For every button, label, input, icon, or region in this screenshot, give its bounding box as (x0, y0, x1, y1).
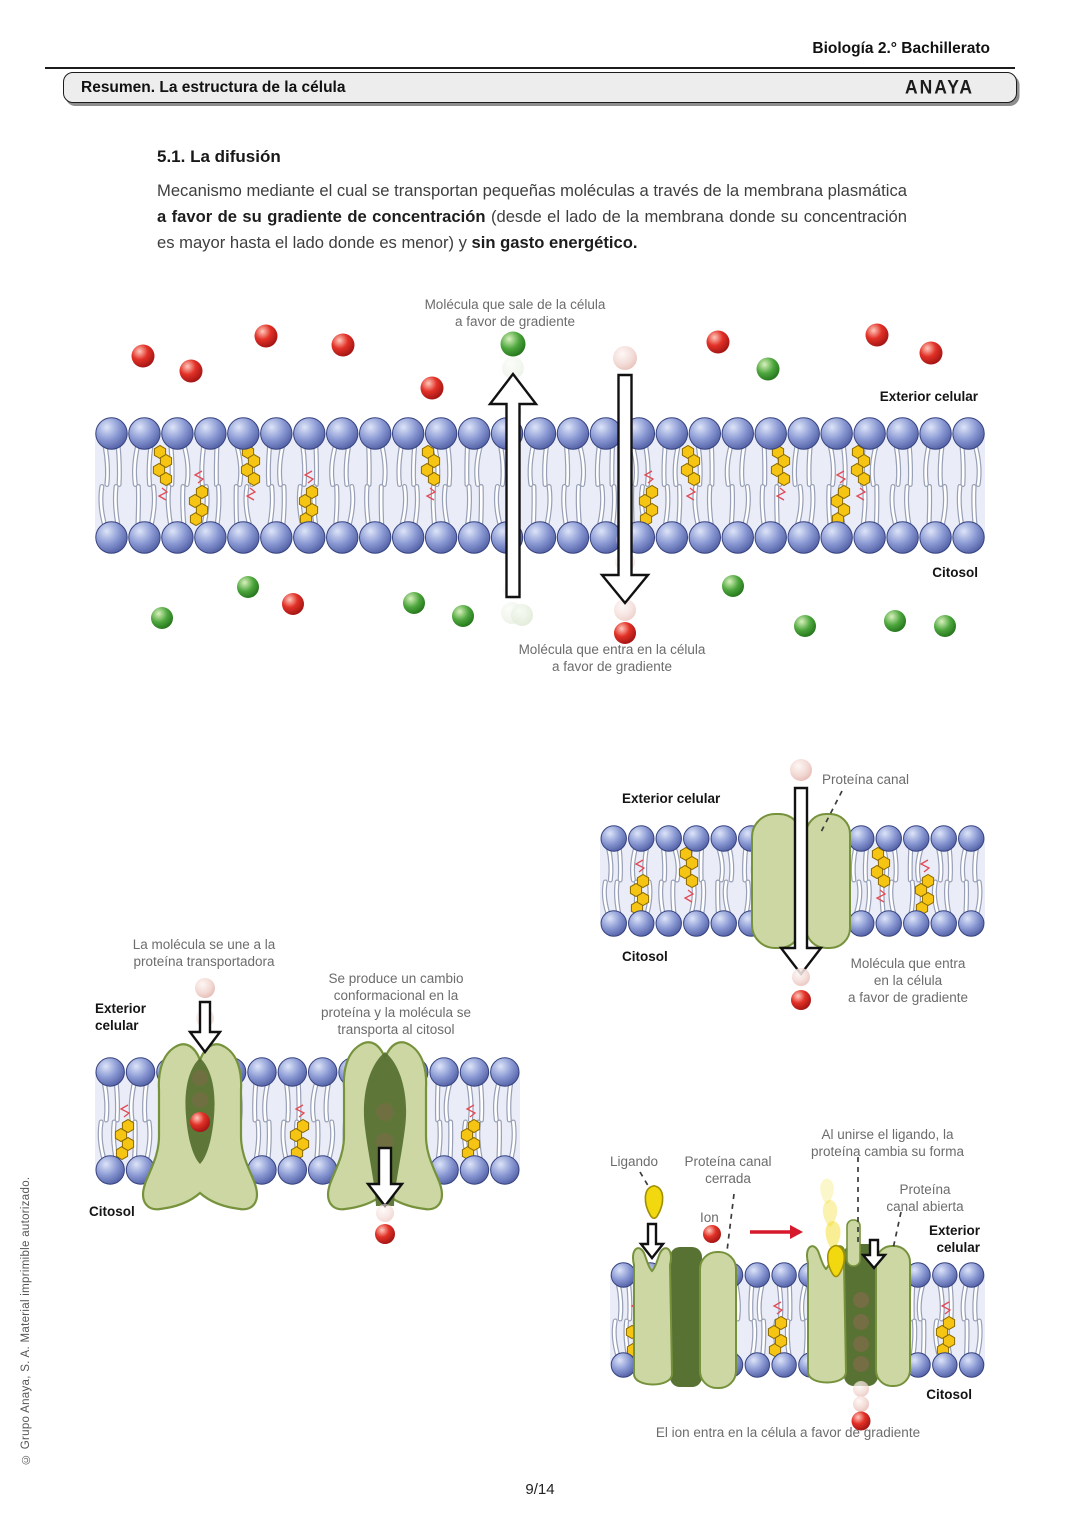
d1-molecule-in-label: Molécula que entra en la célula a favor … (518, 642, 706, 674)
d2-exterior-label: Exterior celular (622, 791, 721, 806)
page-number: 9/14 (525, 1481, 555, 1498)
copyright-notice: © Grupo Anaya, S. A. Material imprimible… (20, 1176, 32, 1465)
d4-open-channel-label: Proteína canal abierta (886, 1182, 964, 1214)
d3-citosol-label: Citosol (89, 1204, 135, 1219)
d3-conformational-label: Se produce un cambio conformacional en l… (320, 971, 472, 1037)
header-bar: Resumen. La estructura de la célula ANAY… (63, 72, 1017, 103)
d1-molecule-out-label: Molécula que sale de la célula a favor d… (424, 297, 606, 329)
anaya-logo: ANAYA (904, 75, 974, 99)
d1-exterior-label: Exterior celular (879, 389, 978, 404)
d4-exterior-label: Exterior celular (928, 1223, 980, 1255)
d1-citosol-label: Citosol (932, 565, 978, 580)
d4-closed-channel-label: Proteína canal cerrada (684, 1154, 772, 1186)
d4-ion-in-label: El ion entra en la célula a favor de gra… (655, 1425, 921, 1440)
d2-channel-protein-label: Proteína canal (822, 772, 910, 787)
course-title: Biología 2.° Bachillerato (812, 40, 990, 57)
d4-ligand-label: Ligando (610, 1154, 659, 1169)
d2-citosol-label: Citosol (622, 949, 668, 964)
d4-ion-label: Ion (700, 1210, 719, 1225)
d3-binding-label: La molécula se une a la proteína transpo… (132, 937, 276, 969)
summary-title: Resumen. La estructura de la célula (81, 78, 346, 96)
intro-paragraph: Mecanismo mediante el cual se transporta… (157, 181, 908, 252)
d2-molecule-in-label: Molécula que entra en la célula a favor … (847, 956, 969, 1005)
d3-exterior-label: Exterior celular (95, 1001, 147, 1033)
section-title: 5.1. La difusión (157, 147, 281, 166)
header-rule (45, 67, 1015, 69)
d4-ligand-binding-note: Al unirse el ligando, la proteína cambia… (810, 1127, 965, 1159)
d4-citosol-label: Citosol (926, 1387, 972, 1402)
